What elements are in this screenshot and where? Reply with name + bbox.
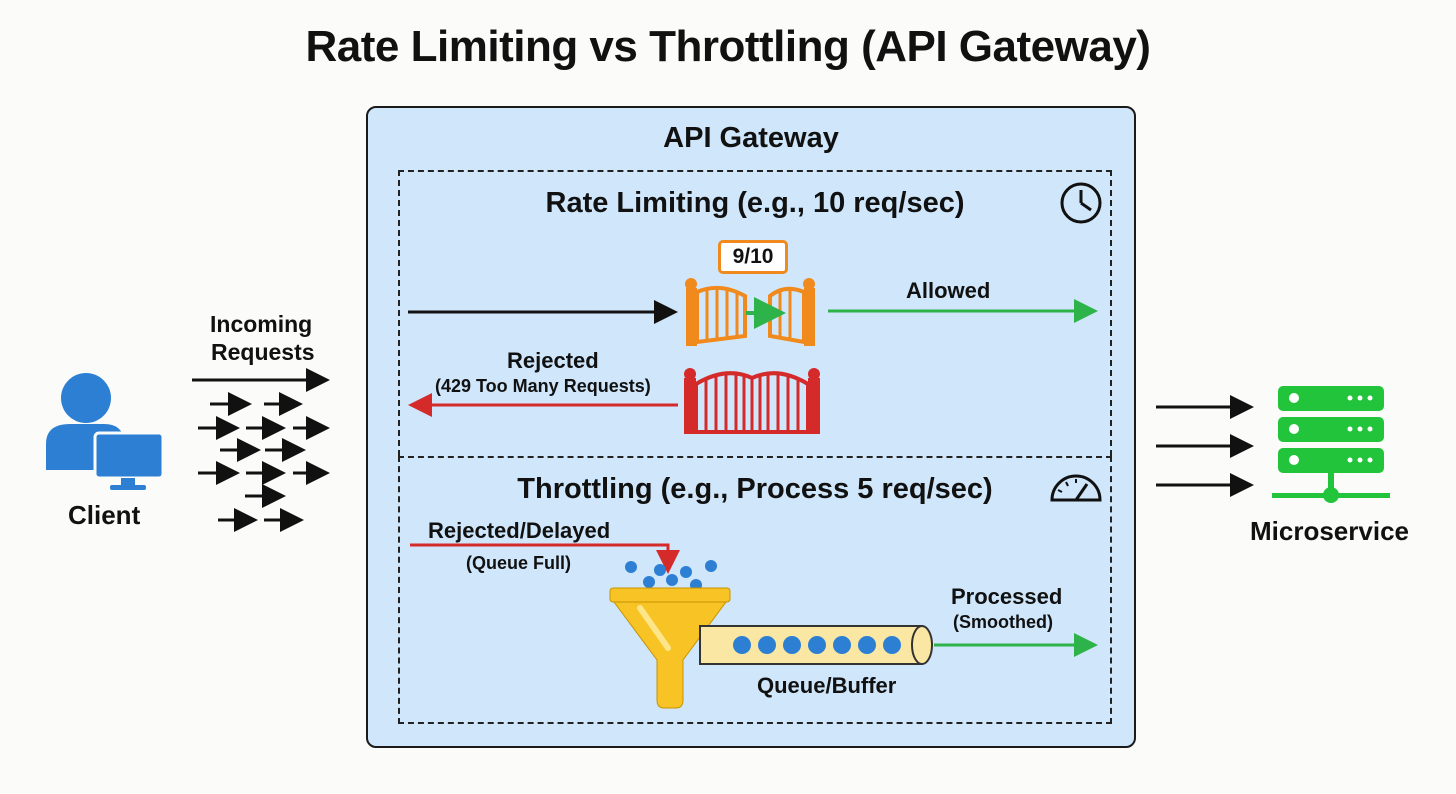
monitor-icon — [93, 431, 165, 490]
queue-dots — [733, 636, 901, 654]
queue-label: Queue/Buffer — [757, 673, 897, 698]
th-rejected-label: Rejected/Delayed — [428, 518, 611, 543]
throttling-section — [398, 456, 1112, 724]
server-icon — [1272, 386, 1390, 503]
clock-icon — [1060, 182, 1102, 224]
rate-counter-badge: 9/10 — [718, 240, 788, 274]
request-dots — [625, 560, 717, 591]
page-title: Rate Limiting vs Throttling (API Gateway… — [305, 22, 1151, 71]
gateway-title: API Gateway — [663, 122, 839, 154]
outgoing-arrows — [1156, 395, 1254, 497]
incoming-label-line1: Incoming — [210, 311, 313, 337]
client-label: Client — [68, 500, 141, 530]
rl-rejected-label: Rejected — [507, 348, 599, 373]
microservice-label: Microservice — [1250, 516, 1409, 546]
processed-detail: (Smoothed) — [953, 612, 1053, 632]
gate-open-icon — [685, 278, 815, 346]
incoming-label-line2: Requests — [211, 339, 315, 365]
throttling-title: Throttling (e.g., Process 5 req/sec) — [517, 473, 993, 505]
funnel-icon — [609, 587, 731, 709]
th-rejected-detail: (Queue Full) — [466, 553, 571, 573]
gate-closed-icon — [684, 368, 820, 434]
speedometer-icon — [1050, 474, 1102, 502]
processed-label: Processed — [951, 584, 1063, 609]
rate-limiting-title: Rate Limiting (e.g., 10 req/sec) — [545, 187, 965, 219]
incoming-arrows — [192, 368, 330, 532]
allowed-label: Allowed — [906, 278, 991, 303]
rate-limiting-section — [398, 170, 1112, 456]
rl-rejected-detail: (429 Too Many Requests) — [435, 376, 651, 396]
th-rejected-arrow — [410, 543, 680, 574]
